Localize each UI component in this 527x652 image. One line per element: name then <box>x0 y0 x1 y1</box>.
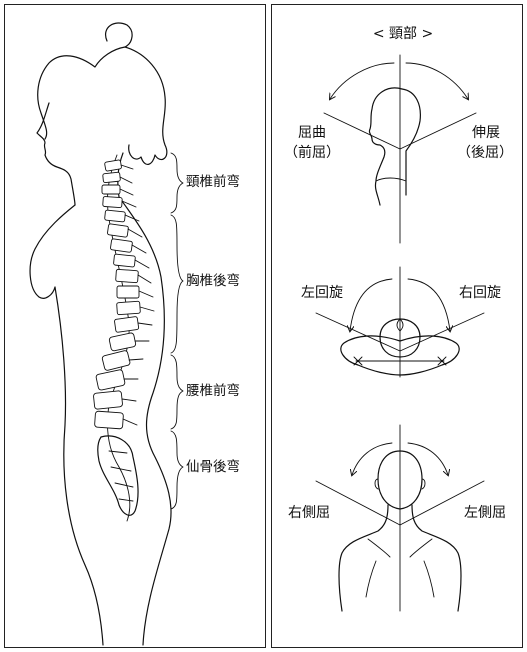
label-lateral-left: 左側屈 <box>454 505 516 523</box>
label-extension: 伸展 <box>458 125 514 143</box>
vertebrae <box>93 160 154 429</box>
spine-figure <box>5 5 267 649</box>
hair-outline <box>106 23 167 164</box>
label-rotation-right: 右回旋 <box>450 285 510 303</box>
neck-figures <box>272 5 524 649</box>
sacrum <box>98 436 138 515</box>
lateral-left-arrow <box>408 443 448 475</box>
neck-title: < 頸部 > <box>372 26 434 44</box>
label-lateral-right: 右側屈 <box>278 505 340 523</box>
neck-panel: < 頸部 > 屈曲 （前屈） 伸展 （後屈） 左回旋 右回旋 右側屈 左側屈 <box>271 4 523 648</box>
extension-arrow <box>406 63 468 99</box>
label-flexion: 屈曲 <box>284 125 340 143</box>
label-thoracic-kyphosis: 胸椎後弯 <box>186 275 240 289</box>
brace-cervical <box>171 153 183 213</box>
body-front <box>30 205 103 645</box>
spine-panel: 頸椎前弯 胸椎後弯 腰椎前弯 仙骨後弯 <box>4 4 266 648</box>
rotation-figure <box>316 267 484 377</box>
label-extension-sub: （後屈） <box>448 145 522 163</box>
label-sacral-kyphosis: 仙骨後弯 <box>186 461 240 475</box>
lateral-right-arrow <box>352 443 392 475</box>
flexion-arrow <box>330 63 394 99</box>
head-profile <box>369 88 402 205</box>
label-cervical-lordosis: 頸椎前弯 <box>186 176 240 190</box>
hair-back <box>38 47 125 139</box>
brace-sacral <box>171 431 183 509</box>
label-flexion-sub: （前屈） <box>276 145 348 163</box>
label-lumbar-lordosis: 腰椎前弯 <box>186 385 240 399</box>
brace-lumbar <box>171 355 183 429</box>
label-rotation-left: 左回旋 <box>292 285 352 303</box>
brace-thoracic <box>171 215 183 353</box>
